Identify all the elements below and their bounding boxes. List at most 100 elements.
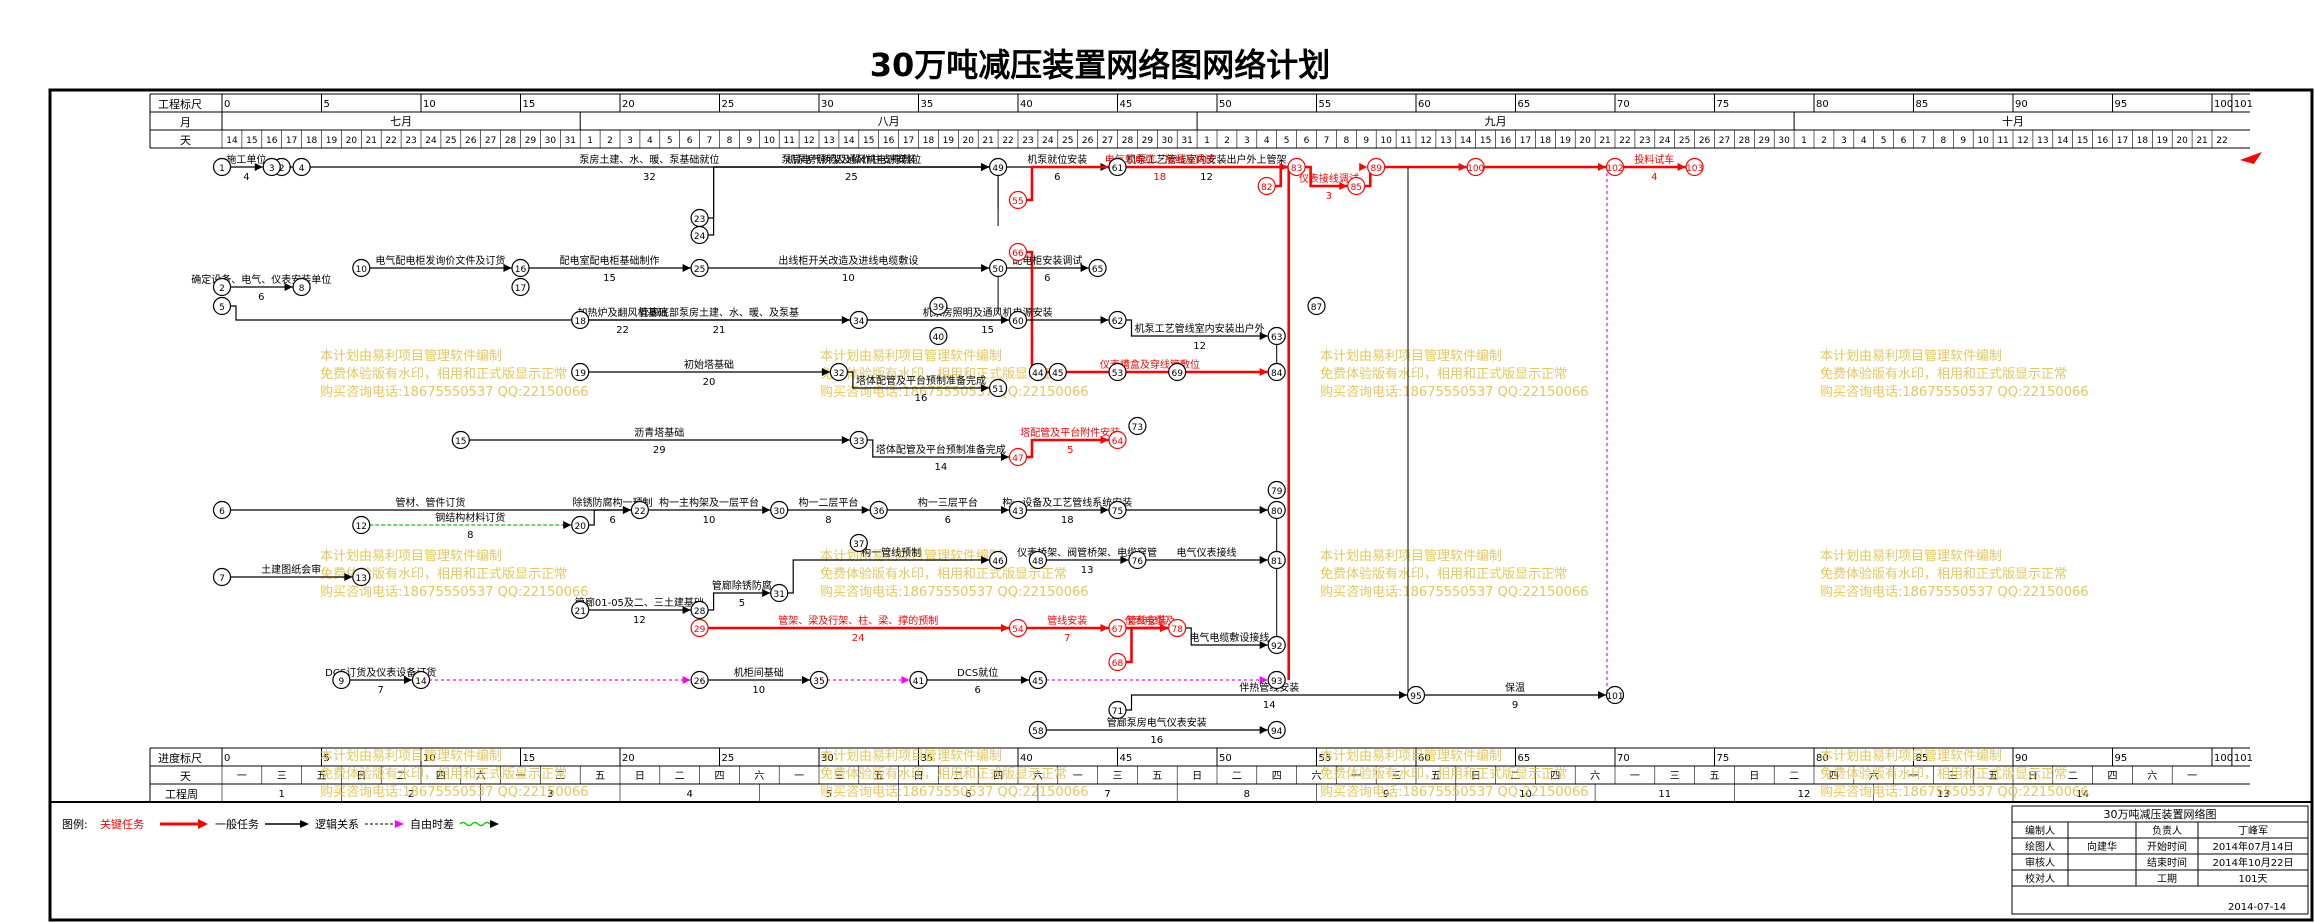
task-duration-label: 15	[603, 273, 616, 284]
task-duration-label: 9	[1512, 700, 1518, 711]
task-duration-label: 10	[703, 515, 716, 526]
task-name-label: 初始塔基础	[684, 358, 734, 371]
event-node-number: 1	[219, 164, 225, 174]
event-node-number: 32	[833, 369, 844, 379]
event-node-number: 26	[694, 677, 706, 687]
info-table-cell: 2014年07月14日	[2213, 840, 2294, 853]
day-number: 4	[1264, 136, 1270, 146]
watermarks: 本计划由易利项目管理软件编制免费体验版有水印，相用和正式版显示正常购买咨询电话:…	[320, 349, 2089, 800]
progress-tick-label: 45	[1120, 753, 1133, 764]
event-node	[1406, 685, 1426, 705]
task-name-label: 施工单位	[226, 153, 266, 166]
task-arrow	[707, 592, 771, 611]
event-node	[571, 600, 590, 620]
day-number: 19	[1560, 136, 1572, 146]
day-number: 25	[1062, 136, 1073, 146]
day-number: 20	[2176, 136, 2188, 146]
watermark-text: 本计划由易利项目管理软件编制	[1820, 549, 2002, 564]
watermark-text: 购买咨询电话:18675550537 QQ:22150066	[1320, 784, 1589, 800]
weekday-label: 四	[436, 771, 446, 782]
arrow-head	[1259, 368, 1268, 376]
arrow-head	[1001, 624, 1009, 632]
weekday-label: 五	[595, 771, 605, 782]
weekday-label: 日	[1749, 771, 1759, 782]
month-label: 九月	[1485, 115, 1507, 128]
arrow-head	[404, 676, 412, 684]
event-node	[1048, 362, 1067, 382]
day-number: 1	[1204, 136, 1210, 146]
event-node	[1367, 157, 1386, 177]
task-name-label: 管廊泵房电气仪表安装	[1107, 716, 1207, 729]
scale-tick-label: 101	[2234, 99, 2253, 110]
event-node	[511, 277, 530, 297]
watermark-text: 本计划由易利项目管理软件编制	[1320, 749, 1502, 764]
weekday-label: 二	[675, 771, 685, 782]
event-node-number: 69	[1171, 369, 1183, 379]
watermark-text: 本计划由易利项目管理软件编制	[1820, 749, 2002, 764]
day-number: 15	[1480, 136, 1491, 146]
legend-label: 图例:	[62, 817, 88, 831]
task-duration-label: 4	[243, 172, 249, 183]
event-node	[352, 258, 371, 278]
event-node	[1128, 550, 1147, 570]
task-duration-label: 16	[1150, 735, 1163, 746]
arrow-head	[981, 264, 990, 272]
day-number: 16	[883, 136, 895, 146]
week-number: 3	[547, 789, 553, 800]
arrow-head	[1259, 332, 1268, 340]
arrow-head	[563, 521, 572, 529]
scale-tick-label: 40	[1020, 99, 1033, 110]
day-number: 8	[1940, 136, 1946, 146]
day-number: 22	[385, 136, 396, 146]
event-node-number: 100	[1467, 164, 1484, 174]
task-arrow	[866, 439, 1009, 458]
watermark-text: 购买咨询电话:18675550537 QQ:22150066	[1820, 584, 2089, 600]
task-duration-label: 6	[1044, 273, 1050, 284]
progress-label: 进度标尺	[158, 751, 202, 765]
header-rows	[149, 93, 2250, 803]
event-node	[690, 600, 709, 620]
week-number: 14	[2076, 789, 2089, 800]
weekday-label: 二	[1789, 771, 1799, 782]
weekday-label: 三	[1670, 771, 1680, 782]
event-node-number: 19	[574, 369, 586, 379]
event-node	[1108, 500, 1127, 520]
day-number: 7	[707, 136, 713, 146]
arrow-head	[1100, 506, 1109, 514]
day-number: 5	[1284, 136, 1290, 146]
task-duration-label: 22	[616, 325, 629, 336]
event-node-number: 84	[1271, 369, 1283, 379]
event-node-number: 53	[1112, 369, 1123, 379]
day-number: 2	[1224, 136, 1230, 146]
task-duration-label: 29	[653, 445, 666, 456]
day-number: 10	[1380, 136, 1392, 146]
task-arrow	[846, 371, 990, 389]
event-node	[1267, 500, 1286, 520]
task-arrow	[707, 166, 990, 236]
scale-tick-label: 60	[1418, 99, 1431, 110]
task-name-label: 管线安装	[1047, 614, 1087, 627]
watermark-text: 免费体验版有水印，相用和正式版显示正常	[1320, 766, 1567, 782]
event-node-number: 66	[1012, 249, 1024, 259]
weekday-label: 四	[993, 771, 1003, 782]
event-node-number: 83	[1291, 164, 1302, 174]
event-node	[352, 567, 371, 587]
arrow-head	[841, 436, 850, 444]
weekday-label: 六	[1312, 770, 1322, 782]
progress-tick-label: 5	[324, 753, 330, 764]
day-number: 21	[1599, 136, 1610, 146]
event-node-number: 55	[1012, 197, 1023, 207]
day-number: 31	[1181, 136, 1192, 146]
day-number: 28	[1739, 136, 1751, 146]
arrow-head	[981, 384, 990, 392]
event-node-number: 75	[1112, 507, 1123, 517]
event-node-number: 10	[356, 265, 368, 275]
event-node-number: 9	[339, 677, 345, 687]
day-number: 5	[667, 136, 673, 146]
task-name-label: 管廊01-05及二、三土建基础	[575, 596, 704, 609]
task-name-label: 管廊除锈防腐	[712, 579, 772, 592]
day-number: 2	[1821, 136, 1827, 146]
info-table-cell: 负责人	[2152, 824, 2182, 837]
event-node	[1008, 310, 1028, 330]
